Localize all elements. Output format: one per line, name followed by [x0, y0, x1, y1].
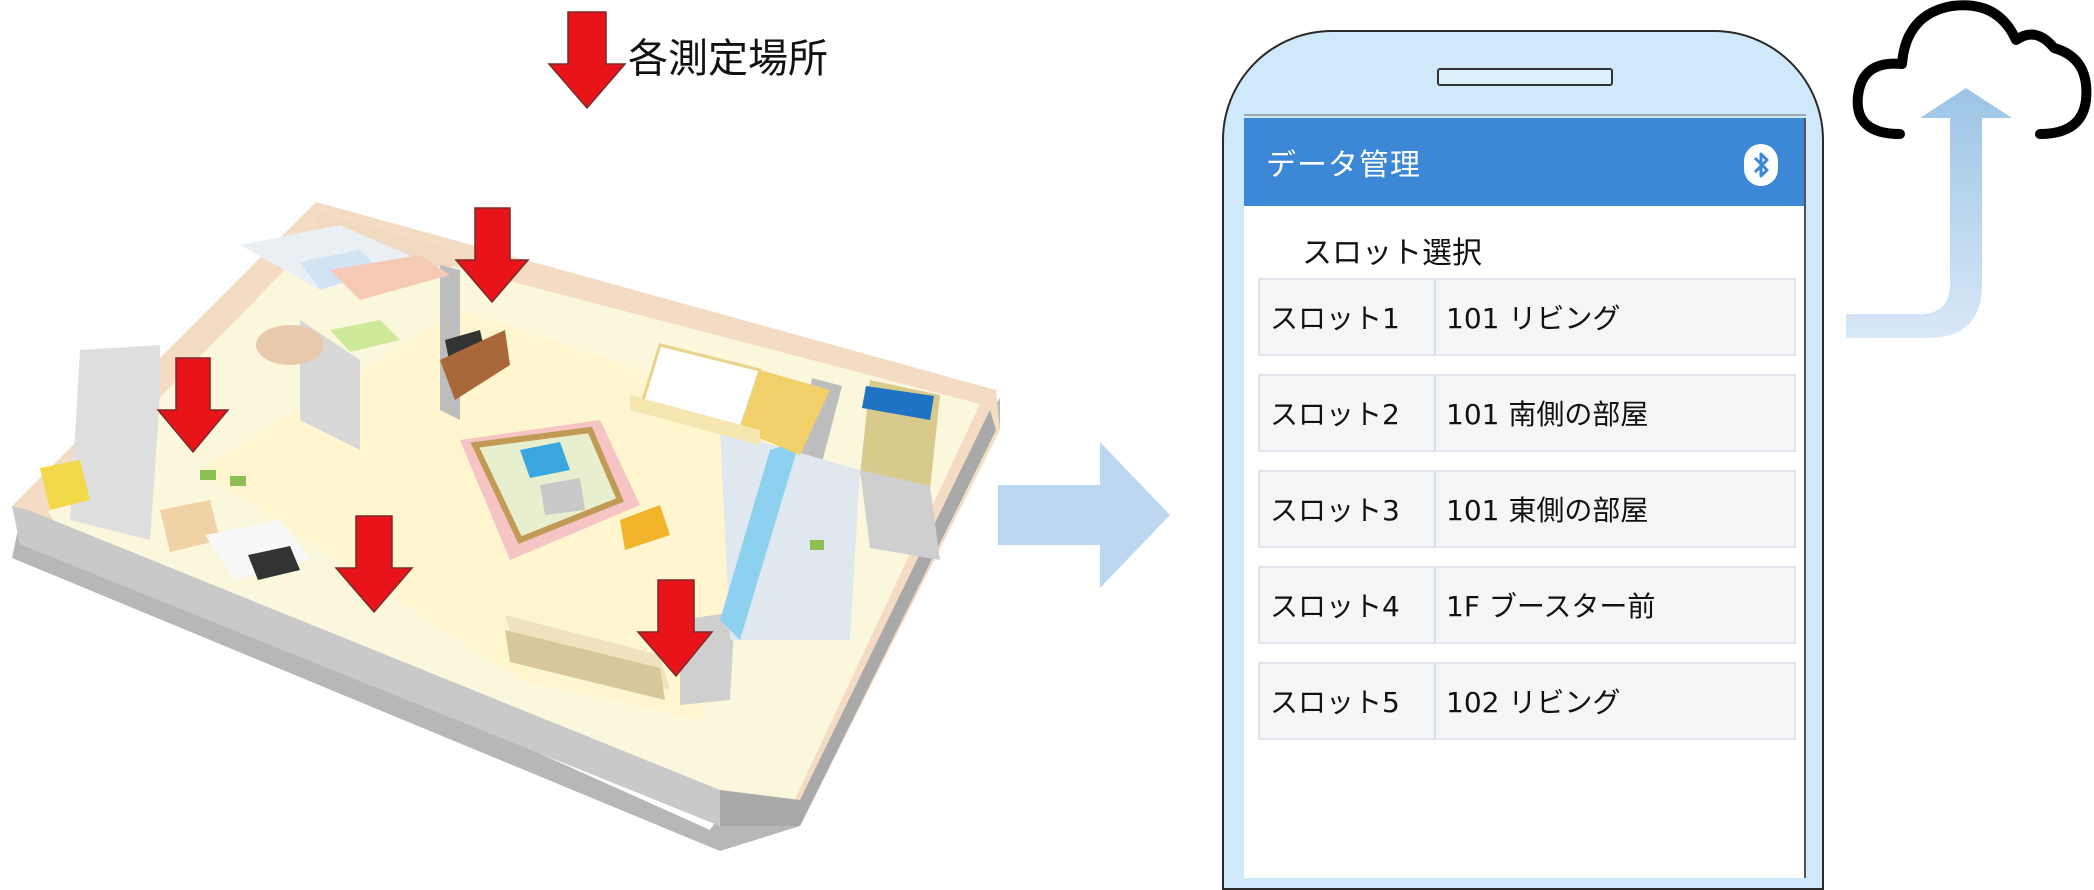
measurement-arrow-icon: [334, 515, 414, 614]
bluetooth-button[interactable]: [1744, 144, 1778, 186]
measurement-arrow-icon: [636, 579, 714, 678]
slot-name: スロット1: [1260, 280, 1436, 354]
slot-location: 1F ブースター前: [1446, 590, 1656, 623]
measurement-location-label: 各測定場所: [628, 36, 828, 82]
slot-name: スロット2: [1260, 376, 1436, 450]
slot-location: 101 南側の部屋: [1446, 398, 1649, 431]
slot-name: スロット3: [1260, 472, 1436, 546]
measurement-arrow-icon: [156, 357, 230, 454]
phone-screen: データ管理 スロット選択 スロット1 101 リビング スロット2 101 南側…: [1244, 118, 1806, 878]
slot-location: 101 リビング: [1446, 302, 1621, 335]
slot-row[interactable]: スロット5 102 リビング: [1258, 662, 1796, 740]
slot-row[interactable]: スロット1 101 リビング: [1258, 278, 1796, 356]
slot-list: スロット1 101 リビング スロット2 101 南側の部屋 スロット3 101…: [1258, 278, 1796, 758]
phone-speaker: [1437, 68, 1613, 86]
cloud-icon: [1852, 0, 2092, 139]
phone-mockup: データ管理 スロット選択 スロット1 101 リビング スロット2 101 南側…: [1222, 30, 1824, 890]
slot-name: スロット5: [1260, 664, 1436, 738]
app-bar: データ管理: [1244, 118, 1804, 206]
cloud-upload-graphic: [1846, 0, 2092, 338]
slot-row[interactable]: スロット2 101 南側の部屋: [1258, 374, 1796, 452]
legend-arrow-icon: [547, 11, 627, 110]
slot-location: 102 リビング: [1446, 686, 1621, 719]
slot-row[interactable]: スロット4 1F ブースター前: [1258, 566, 1796, 644]
floor-plan-illustration: [12, 202, 1000, 851]
slot-location: 101 東側の部屋: [1446, 494, 1649, 527]
slot-row[interactable]: スロット3 101 東側の部屋: [1258, 470, 1796, 548]
bluetooth-icon: [1753, 152, 1769, 178]
slot-select-heading: スロット選択: [1302, 236, 1482, 271]
status-bar: [1244, 114, 1806, 122]
upload-arrow-icon: [1846, 88, 2012, 338]
app-title: データ管理: [1266, 148, 1421, 183]
slot-name: スロット4: [1260, 568, 1436, 642]
flow-arrow-icon: [998, 442, 1170, 588]
measurement-arrow-icon: [454, 207, 530, 304]
